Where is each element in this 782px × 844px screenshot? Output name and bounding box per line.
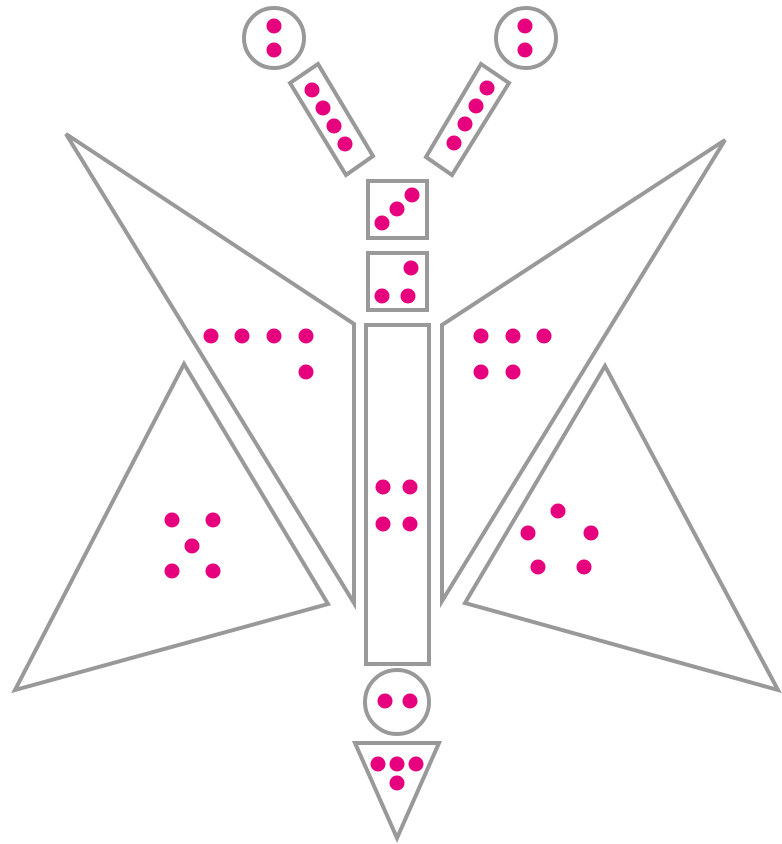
head-top-dot xyxy=(375,216,390,231)
right-antenna-dot xyxy=(480,81,495,96)
tail-triangle-dot xyxy=(390,776,405,791)
right-upper-wing-dot xyxy=(506,365,521,380)
left-antenna-dot xyxy=(305,83,320,98)
left-antenna-tip-dot xyxy=(267,19,282,34)
left-upper-wing-dot xyxy=(235,329,250,344)
right-upper-wing-dot xyxy=(474,365,489,380)
body-dot xyxy=(376,517,391,532)
left-antenna-tip xyxy=(244,8,304,68)
right-lower-wing-dot xyxy=(577,560,592,575)
right-lower-wing xyxy=(465,366,778,690)
tail-circle xyxy=(365,670,429,734)
tail-triangle-dot xyxy=(390,757,405,772)
body-dot xyxy=(376,480,391,495)
left-upper-wing-dot xyxy=(299,329,314,344)
right-lower-wing-dot xyxy=(584,526,599,541)
body-dot xyxy=(403,480,418,495)
right-antenna-dot xyxy=(458,117,473,132)
right-antenna-dot xyxy=(447,136,462,151)
right-lower-wing-dot xyxy=(551,504,566,519)
tail-circle-dot xyxy=(403,694,418,709)
tail-circle-dot xyxy=(378,694,393,709)
left-antenna-dot xyxy=(316,101,331,116)
left-lower-wing-dot xyxy=(206,564,221,579)
tail-triangle-dot xyxy=(371,757,386,772)
right-upper-wing-dot xyxy=(474,329,489,344)
left-lower-wing-dot xyxy=(165,564,180,579)
right-antenna-tip-dot xyxy=(518,43,533,58)
right-lower-wing-dot xyxy=(521,526,536,541)
head-bottom-dot xyxy=(401,289,416,304)
right-upper-wing-dot xyxy=(506,329,521,344)
left-upper-wing-dot xyxy=(204,329,219,344)
right-antenna-tip-dot xyxy=(518,19,533,34)
left-upper-wing-dot xyxy=(299,365,314,380)
left-lower-wing-dot xyxy=(165,513,180,528)
body xyxy=(366,325,429,664)
right-upper-wing-dot xyxy=(537,329,552,344)
left-antenna-tip-dot xyxy=(267,43,282,58)
head-top-dot xyxy=(405,188,420,203)
left-antenna-dot xyxy=(327,119,342,134)
head-top-dot xyxy=(390,202,405,217)
right-lower-wing-dot xyxy=(531,560,546,575)
left-antenna-dot xyxy=(338,137,353,152)
head-bottom-dot xyxy=(375,289,390,304)
right-antenna-tip xyxy=(496,8,556,68)
head-bottom-dot xyxy=(404,261,419,276)
left-lower-wing-dot xyxy=(185,539,200,554)
left-lower-wing-dot xyxy=(206,513,221,528)
left-upper-wing-dot xyxy=(267,329,282,344)
body-dot xyxy=(403,517,418,532)
right-antenna-dot xyxy=(469,99,484,114)
tail-triangle-dot xyxy=(409,757,424,772)
